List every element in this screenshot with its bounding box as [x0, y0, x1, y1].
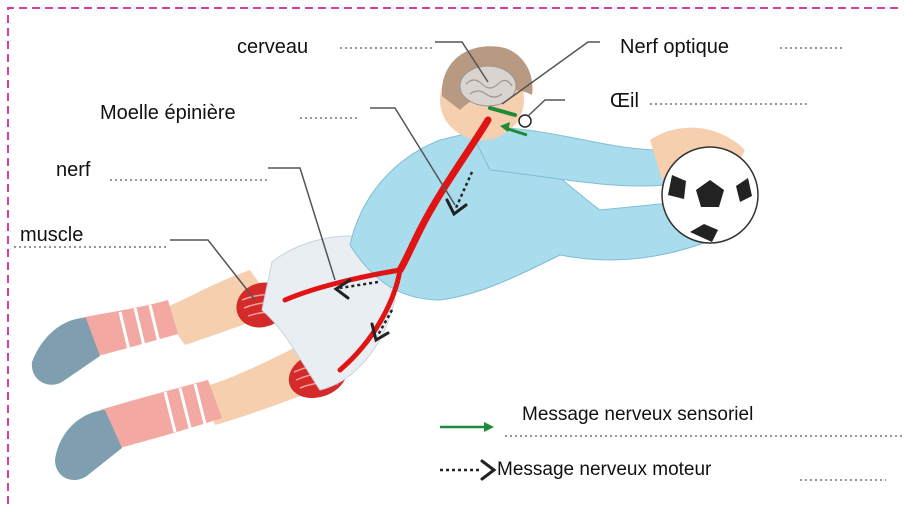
- label-nerve: nerf: [56, 159, 90, 182]
- legend-sensory-marker: [440, 422, 494, 432]
- legend-motor-marker: [440, 461, 494, 479]
- soccer-ball: [662, 147, 758, 243]
- label-spinal-cord: Moelle épinière: [100, 102, 236, 125]
- legend-sensory-label: Message nerveux sensoriel: [522, 404, 753, 426]
- label-muscle: muscle: [20, 224, 83, 247]
- eye: [519, 115, 531, 127]
- legend-motor-label: Message nerveux moteur: [497, 459, 711, 481]
- label-brain: cerveau: [237, 36, 308, 59]
- label-optic-nerve: Nerf optique: [620, 36, 729, 59]
- label-eye: Œil: [610, 90, 639, 113]
